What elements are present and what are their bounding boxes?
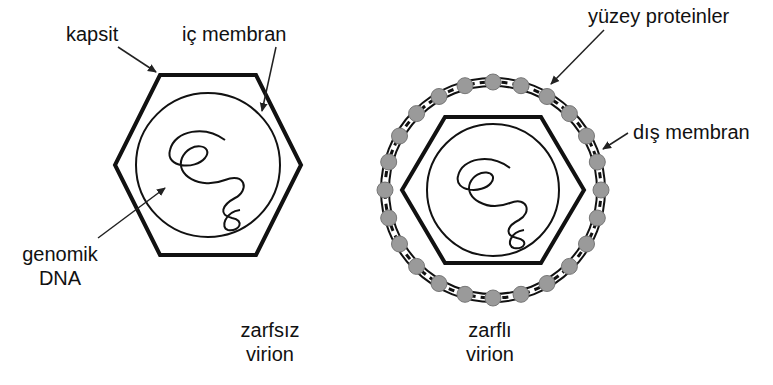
surface-protein: [561, 258, 577, 274]
inner-membrane: [427, 124, 559, 256]
genomic-dna: [458, 159, 527, 248]
surface-protein: [485, 74, 501, 90]
surface-protein: [579, 128, 595, 144]
surface-protein: [589, 154, 605, 170]
capsid-hexagon: [402, 117, 584, 263]
leader-line: [98, 188, 165, 238]
surface-protein: [561, 106, 577, 122]
surface-protein: [579, 236, 595, 252]
surface-protein: [381, 154, 397, 170]
caption-label: zarfsız virion: [222, 318, 318, 366]
capsid-hexagon: [115, 75, 301, 255]
part-label: kapsit: [66, 22, 118, 46]
leader-line: [603, 133, 628, 149]
surface-protein: [513, 78, 529, 94]
surface-protein: [431, 276, 447, 292]
surface-protein: [589, 210, 605, 226]
leader-line: [551, 30, 604, 84]
surface-protein: [409, 258, 425, 274]
surface-protein: [485, 290, 501, 306]
outer-membrane: [389, 86, 597, 294]
surface-protein: [377, 182, 393, 198]
part-label: iç membran: [182, 22, 286, 46]
surface-proteins: [377, 74, 609, 306]
surface-protein: [457, 78, 473, 94]
surface-protein: [392, 236, 408, 252]
surface-protein: [513, 286, 529, 302]
surface-protein: [457, 286, 473, 302]
surface-protein: [539, 276, 555, 292]
surface-protein: [392, 128, 408, 144]
naked-virion: [115, 75, 301, 255]
leader-line: [118, 47, 156, 72]
surface-protein: [409, 106, 425, 122]
part-label: genomik DNA: [10, 242, 110, 290]
inner-membrane: [136, 93, 280, 237]
part-label: yüzey proteinler: [588, 4, 729, 28]
surface-protein: [431, 89, 447, 105]
leader-line: [262, 47, 276, 111]
part-label: dış membran: [633, 120, 750, 144]
genomic-dna: [169, 131, 243, 230]
surface-protein: [381, 210, 397, 226]
enveloped-virion: [377, 74, 609, 306]
surface-protein: [539, 89, 555, 105]
surface-protein: [593, 182, 609, 198]
outer-membrane: [381, 78, 605, 302]
caption-label: zarflı virion: [442, 318, 538, 366]
outer-membrane: [385, 82, 601, 298]
